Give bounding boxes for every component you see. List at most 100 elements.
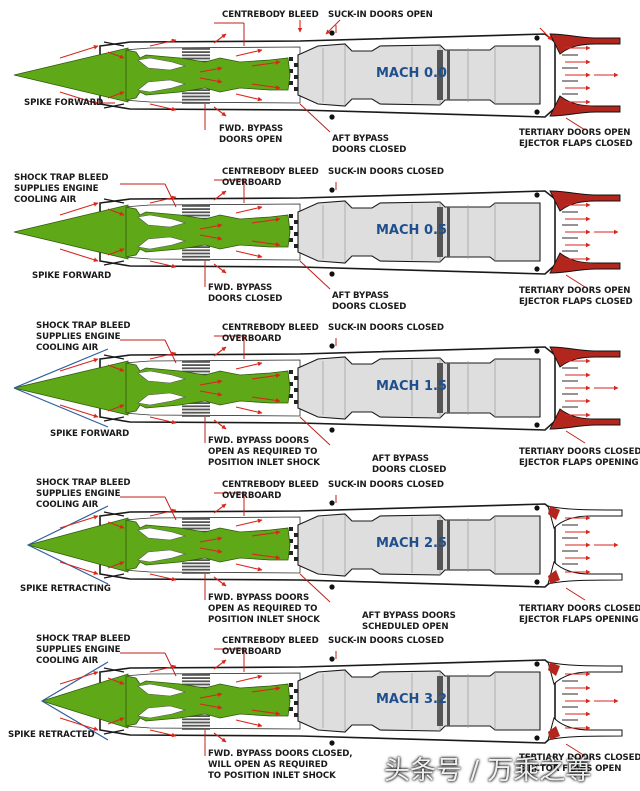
mach-number-label: MACH 2.5 [376, 536, 447, 551]
engine-inlet-grid [289, 683, 293, 687]
door-hinge-dot [534, 422, 540, 428]
centrebody-void [137, 549, 187, 563]
mach-number-label: MACH 3.2 [376, 692, 447, 707]
airflow-arrow [213, 346, 227, 357]
engine-inlet-grid [289, 69, 293, 73]
fwd-bypass-grille [182, 246, 210, 248]
airflow-arrow [107, 561, 125, 569]
fwd-bypass-label: FWD. BYPASS DOORS OPEN AS REQUIRED TO PO… [208, 436, 320, 468]
centrebody-void [137, 57, 187, 71]
engine-inlet-grid [294, 232, 298, 236]
inlet-lip-bottom [103, 729, 125, 735]
door-hinge-dot [534, 579, 540, 585]
airflow-arrow [235, 719, 263, 728]
engine-band [447, 207, 450, 257]
airflow-arrow [235, 93, 263, 102]
fwd-bypass-grille [182, 415, 210, 417]
airflow-arrow [199, 390, 223, 397]
airflow-arrow [59, 671, 99, 685]
suck-in-doors-label: SUCK-IN DOORS OPEN [328, 10, 433, 20]
engine-inlet-grid [294, 533, 298, 537]
shock-trap-label: SHOCK TRAP BLEED SUPPLIES ENGINE COOLING… [36, 321, 131, 353]
tertiary-doors-label: TERTIARY DOORS CLOSED EJECTOR FLAPS OPEN [519, 753, 640, 774]
engine-inlet-grid [289, 370, 293, 374]
airflow-arrow [235, 518, 263, 527]
airflow-arrow [251, 373, 281, 380]
fwd-bypass-label: FWD. BYPASS DOORS OPEN AS REQUIRED TO PO… [208, 593, 320, 625]
fwd-bypass-grille [182, 677, 210, 679]
fwd-bypass-grille [182, 728, 210, 730]
leader-line [164, 339, 177, 364]
engine-core [297, 200, 541, 264]
centrebody-bleed-label: CENTREBODY BLEED OVERBOARD [222, 480, 319, 501]
suck-in-doors-label: SUCK-IN DOORS CLOSED [328, 323, 444, 333]
ejector-flap-top [549, 190, 621, 212]
door-hinge-dot [534, 192, 540, 198]
spike-position-label: SPIKE FORWARD [24, 98, 104, 108]
shock-trap-label: SHOCK TRAP BLEED SUPPLIES ENGINE COOLING… [36, 478, 131, 510]
airflow-arrow [235, 361, 263, 370]
inlet-lip-bottom [103, 573, 125, 579]
inlet-shock-line [13, 387, 109, 428]
airflow-arrow [213, 33, 227, 44]
fwd-bypass-grille [182, 572, 210, 574]
airflow-arrow [107, 208, 125, 216]
panel-4 [26, 492, 623, 603]
leader-line [164, 496, 177, 521]
airflow-arrow [59, 45, 99, 59]
shock-trap-label: SHOCK TRAP BLEED SUPPLIES ENGINE COOLING… [14, 173, 109, 205]
leader-line [299, 260, 331, 290]
fwd-bypass-grille [182, 95, 210, 98]
airflow-arrow [199, 692, 223, 699]
airflow-arrow [251, 709, 281, 716]
ejector-flap-bottom [549, 408, 621, 430]
inlet-spike [40, 673, 129, 729]
engine-inlet-grid [294, 557, 298, 561]
airflow-arrow [107, 677, 125, 685]
engine-inlet-grid [294, 87, 298, 91]
fwd-bypass-grille [182, 54, 210, 57]
centrebody-bleed-label: CENTREBODY BLEED OVERBOARD [222, 167, 319, 188]
airflow-arrow [213, 190, 227, 201]
door-hinge-dot [329, 656, 335, 662]
door-hinge-dot [534, 109, 540, 115]
door-hinge-dot [329, 114, 335, 120]
ejector-hinge [548, 570, 560, 584]
fwd-bypass-grille [182, 565, 210, 568]
tertiary-doors-label: TERTIARY DOORS CLOSED EJECTOR FLAPS OPEN… [519, 604, 640, 625]
airflow-arrow [59, 717, 99, 731]
fwd-bypass-grille [182, 367, 210, 370]
fwd-bypass-grille [182, 724, 210, 727]
fwd-bypass-grille [182, 57, 210, 60]
mach-number-label: MACH 0.0 [376, 66, 447, 81]
aft-bypass-label: AFT BYPASS DOORS CLOSED [332, 291, 407, 312]
suck-in-doors-label: SUCK-IN DOORS CLOSED [328, 636, 444, 646]
centrebody-void [137, 392, 187, 406]
inlet-spike [13, 204, 129, 260]
airflow-arrow [251, 396, 281, 403]
fwd-bypass-label: FWD. BYPASS DOORS OPEN [219, 124, 284, 145]
airflow-arrow [199, 223, 223, 230]
fwd-bypass-grille [182, 370, 210, 373]
engine-inlet-grid [289, 238, 293, 242]
tertiary-doors-label: TERTIARY DOORS OPEN EJECTOR FLAPS CLOSED [519, 286, 633, 307]
fwd-bypass-grille [182, 259, 210, 261]
airflow-arrow [59, 561, 99, 575]
spike-position-label: SPIKE RETRACTING [20, 584, 111, 594]
ejector-hinge [548, 506, 560, 520]
airflow-arrow [107, 404, 125, 412]
airflow-arrow [149, 38, 177, 47]
airflow-arrow [59, 404, 99, 418]
airflow-arrow [235, 205, 263, 214]
ejector-flap-bottom [549, 252, 621, 274]
leader-line [565, 117, 586, 131]
centrebody-void [137, 683, 187, 697]
fwd-bypass-grille [182, 405, 210, 408]
leader-line [164, 652, 177, 677]
door-hinge-dot [329, 271, 335, 277]
ejector-flap-top [547, 505, 623, 529]
engine-inlet-grid [289, 707, 293, 711]
airflow-arrow [149, 573, 177, 582]
mach-number-label: MACH 0.5 [376, 223, 447, 238]
airflow-arrow [149, 260, 177, 269]
